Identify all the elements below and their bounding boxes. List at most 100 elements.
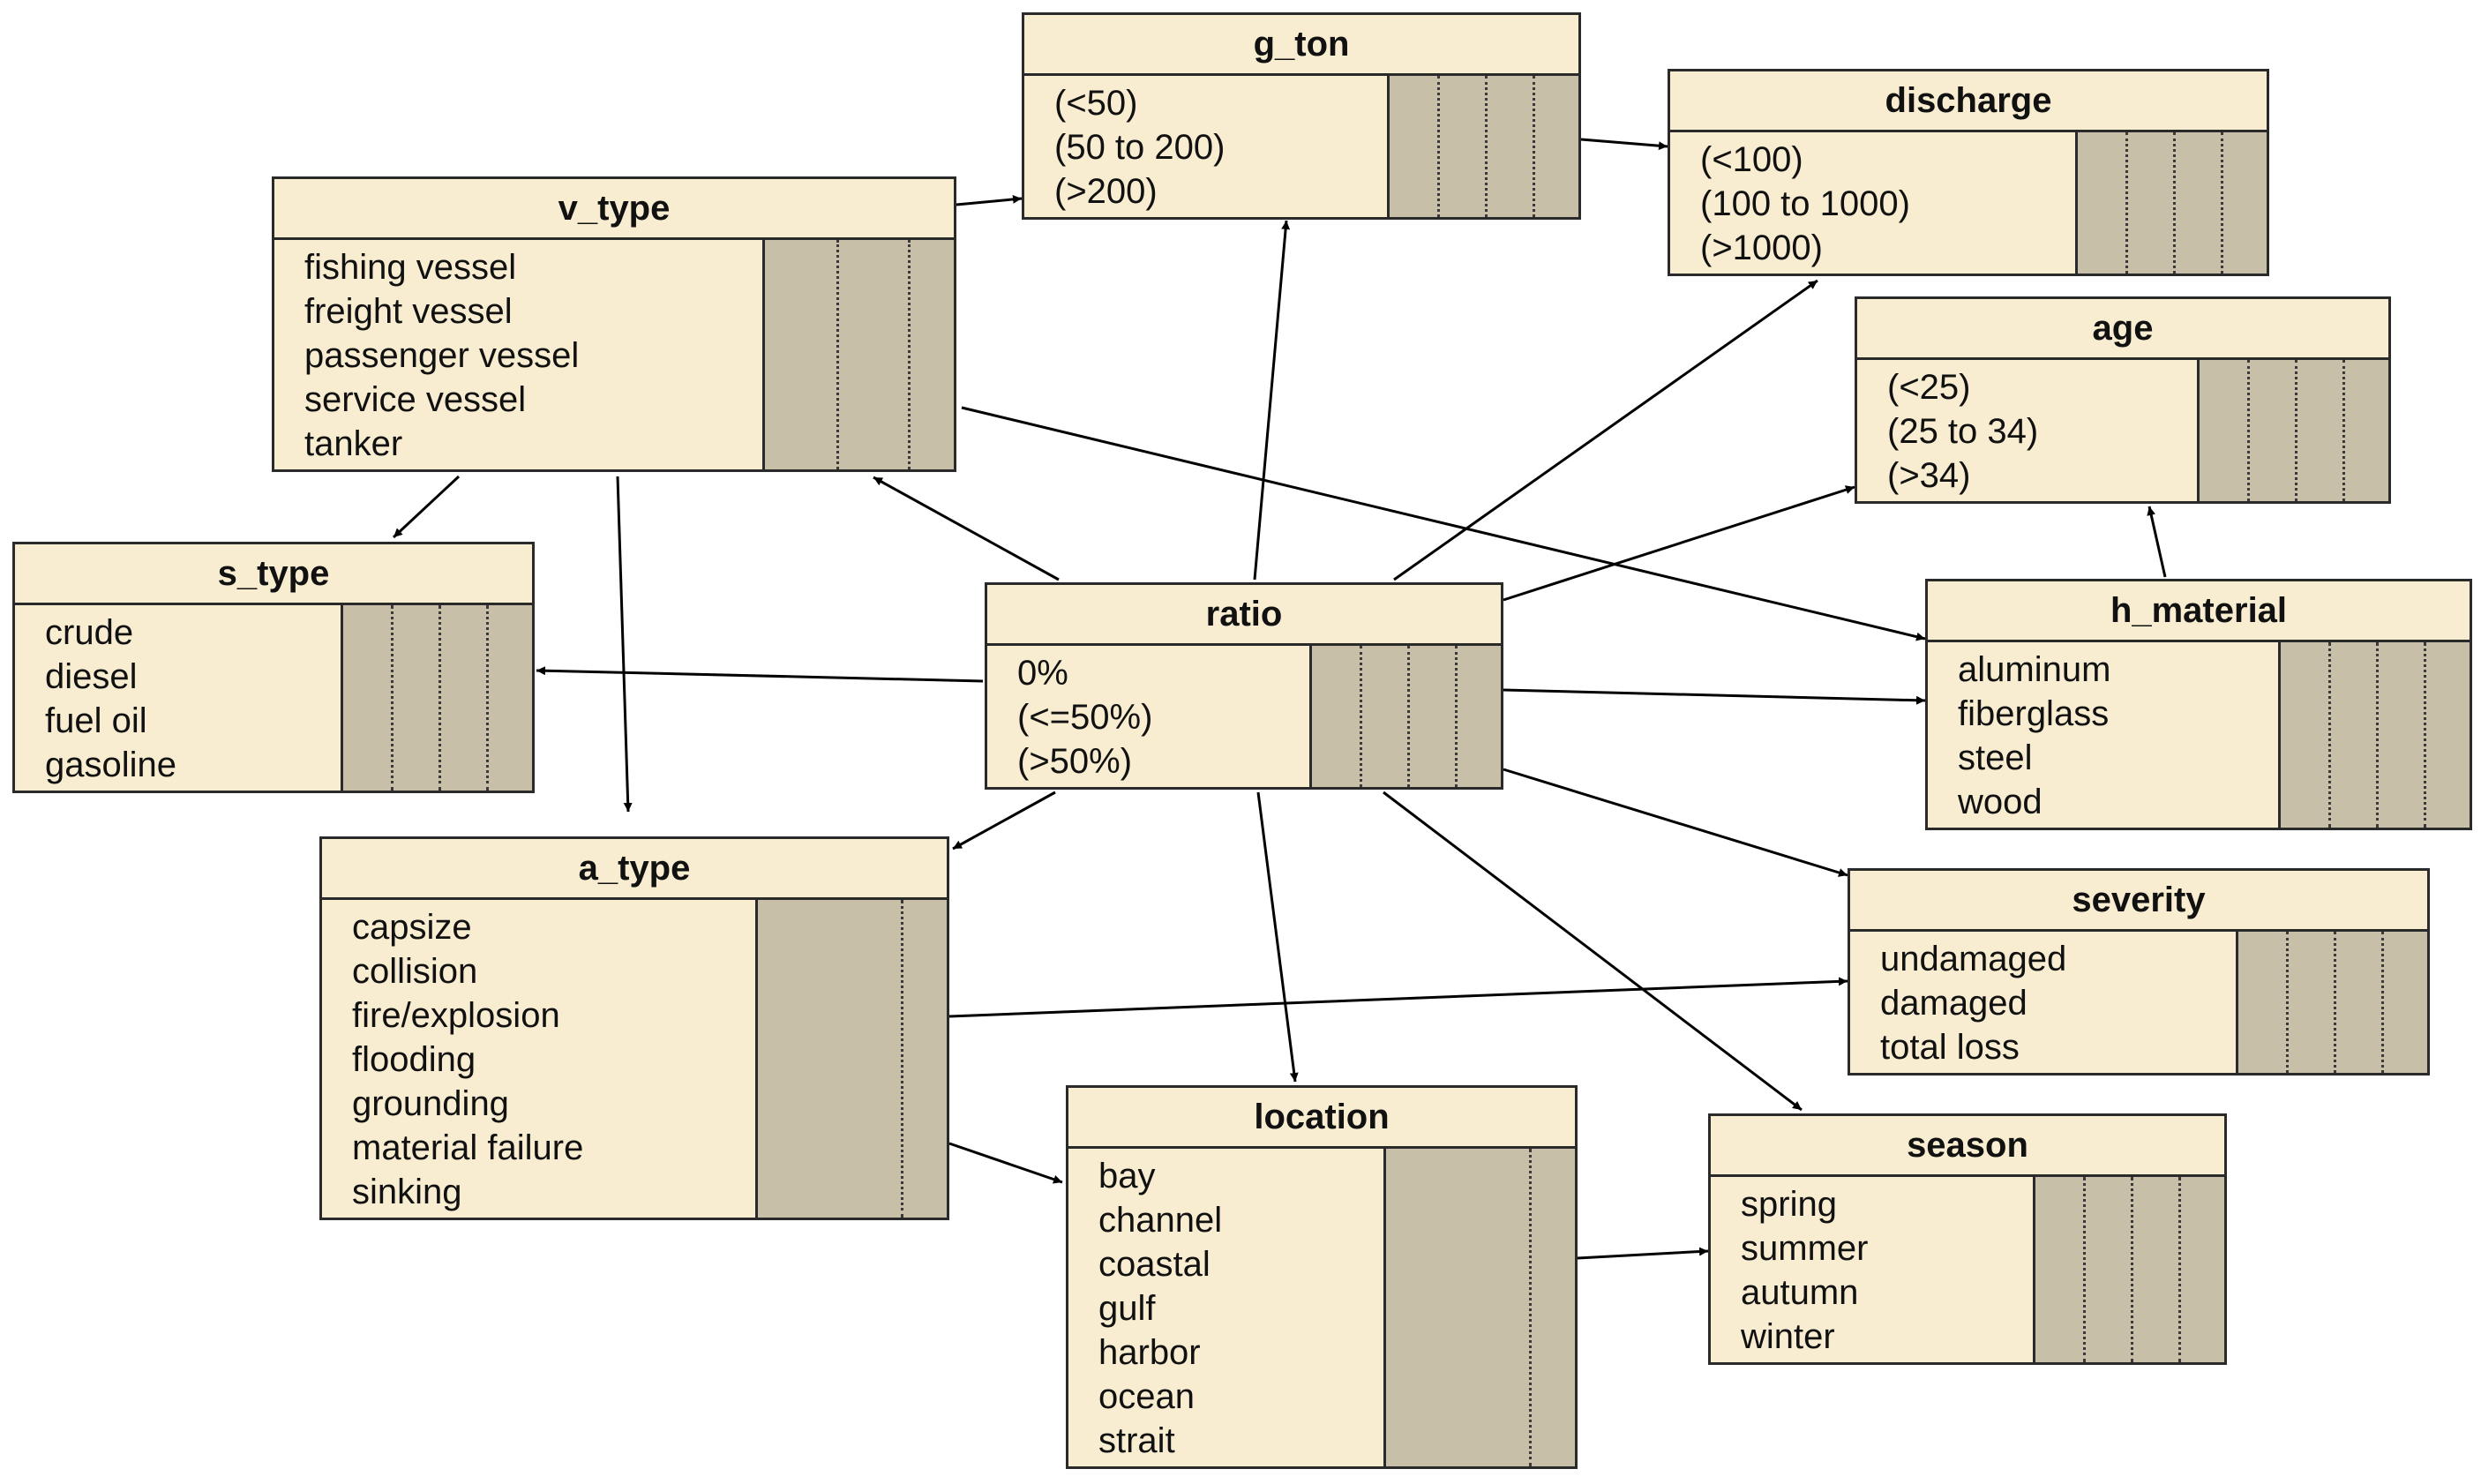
bar-gridline xyxy=(1529,1149,1532,1466)
node-title: age xyxy=(1857,299,2388,360)
node-belief-bars xyxy=(2197,360,2388,501)
node-age[interactable]: age(<25)(25 to 34)(>34) xyxy=(1855,296,2391,504)
node-title: s_type xyxy=(15,544,532,605)
node-state: (>1000) xyxy=(1700,229,1823,267)
bar-gridline xyxy=(391,605,394,791)
bar-gridline xyxy=(901,900,903,1218)
node-state: tanker xyxy=(304,424,403,463)
edge-ratio-to-a-type xyxy=(952,791,1056,851)
node-belief-bars xyxy=(1387,76,1578,217)
bar-gridline xyxy=(1485,76,1488,217)
node-belief-bars xyxy=(1383,1149,1575,1466)
node-state: 0% xyxy=(1017,654,1068,693)
node-states: (<50) (50 to 200) (>200) xyxy=(1024,76,1387,217)
node-state: channel xyxy=(1098,1201,1223,1240)
node-state: gulf xyxy=(1098,1289,1156,1328)
node-belief-bars xyxy=(2236,932,2427,1073)
bar-gridline xyxy=(2334,932,2336,1073)
bar-gridline xyxy=(2381,932,2384,1073)
bar-gridline xyxy=(1360,646,1362,787)
bar-gridline xyxy=(2342,360,2345,501)
edge-v-type-to-s-type xyxy=(392,475,461,539)
bar-gridline xyxy=(2328,642,2331,828)
bar-gridline xyxy=(2247,360,2250,501)
node-state: fuel oil xyxy=(45,701,147,740)
node-state: (<50) xyxy=(1054,84,1138,123)
bar-gridline xyxy=(2376,642,2379,828)
node-state: grounding xyxy=(352,1084,509,1123)
node-discharge[interactable]: discharge (<100) (100 to 1000) (>1000) xyxy=(1668,69,2269,276)
bar-gridline xyxy=(1437,76,1440,217)
edge-v-type-to-a-type xyxy=(616,476,633,813)
bar-gridline xyxy=(2125,132,2128,274)
node-title: season xyxy=(1711,1116,2224,1177)
node-belief-bars xyxy=(2033,1177,2224,1362)
node-title: severity xyxy=(1850,871,2427,932)
edge-ratio-to-season xyxy=(1383,791,1803,1112)
node-state: fiberglass xyxy=(1958,694,2110,733)
bar-gridline xyxy=(1533,76,1535,217)
node-states: fishing vessel freight vessel passenger ve… xyxy=(274,240,762,469)
node-state: diesel xyxy=(45,657,138,696)
node-state: material failure xyxy=(352,1128,584,1167)
node-state: winter xyxy=(1741,1317,1835,1356)
node-state: flooding xyxy=(352,1040,476,1079)
bar-gridline xyxy=(438,605,441,791)
bar-gridline xyxy=(1407,646,1410,787)
node-belief-bars xyxy=(755,900,947,1218)
node-state: sinking xyxy=(352,1173,462,1211)
node-belief-bars xyxy=(2278,642,2470,828)
edge-location-to-season xyxy=(1577,1247,1709,1260)
node-state: service vessel xyxy=(304,380,527,419)
node-state: (<25) xyxy=(1887,368,1971,407)
node-state: (>50%) xyxy=(1017,742,1133,781)
node-state: collision xyxy=(352,952,478,991)
node-state: autumn xyxy=(1741,1273,1859,1312)
node-state: ocean xyxy=(1098,1377,1195,1416)
node-states: (<25)(25 to 34)(>34) xyxy=(1857,360,2197,501)
node-state: passenger vessel xyxy=(304,336,580,375)
node-state: harbor xyxy=(1098,1333,1201,1372)
node-state: (<=50%) xyxy=(1017,698,1153,737)
node-state: strait xyxy=(1098,1421,1175,1460)
node-state: wood xyxy=(1958,783,2043,821)
edge-a-type-to-location xyxy=(948,1142,1063,1184)
node-state: (50 to 200) xyxy=(1054,128,1226,167)
node-state: (>34) xyxy=(1887,456,1971,495)
node-title: g_ton xyxy=(1024,15,1578,76)
edge-ratio-to-v-type xyxy=(873,476,1060,581)
node-state: fire/explosion xyxy=(352,996,560,1035)
node-title: discharge xyxy=(1670,71,2267,132)
node-state: (>200) xyxy=(1054,172,1158,211)
node-states: (<100) (100 to 1000) (>1000) xyxy=(1670,132,2075,274)
node-belief-bars xyxy=(2075,132,2267,274)
node-state: (<100) xyxy=(1700,140,1803,179)
node-state: aluminum xyxy=(1958,650,2111,689)
node-state: fishing vessel xyxy=(304,248,517,287)
node-state: summer xyxy=(1741,1229,1869,1268)
node-title: v_type xyxy=(274,179,954,240)
bar-gridline xyxy=(1455,646,1458,787)
bar-gridline xyxy=(2424,642,2426,828)
node-state: (100 to 1000) xyxy=(1700,184,1910,223)
node-state: freight vessel xyxy=(304,292,513,331)
bar-gridline xyxy=(908,240,911,469)
bar-gridline xyxy=(2083,1177,2086,1362)
edge-ratio-to-discharge xyxy=(1393,279,1818,581)
bar-gridline xyxy=(2295,360,2297,501)
node-state: gasoline xyxy=(45,746,177,784)
edge-g-ton-to-discharge xyxy=(1580,138,1668,151)
node-g-ton[interactable]: g_ton (<50) (50 to 200) (>200) xyxy=(1022,12,1581,220)
